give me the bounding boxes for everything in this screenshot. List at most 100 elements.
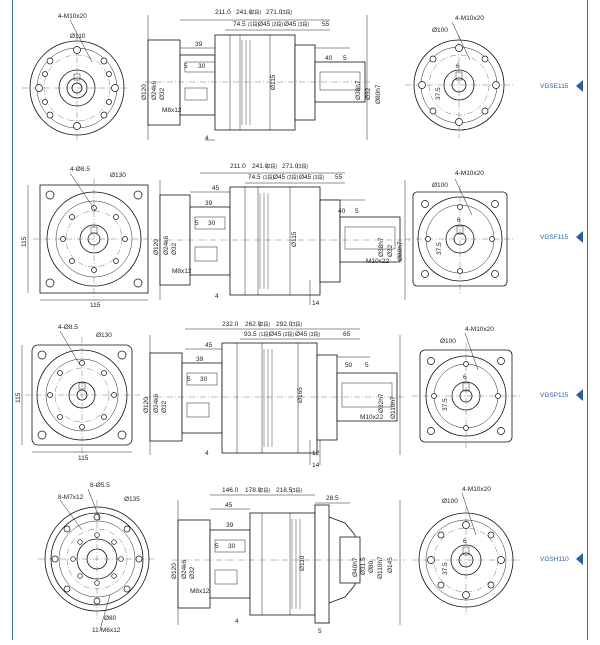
overall-length-alt2-note: (3段) [291,487,302,494]
output-length: 55 [322,21,330,28]
bottom-right-dim: 14 [312,300,320,307]
model-label: VGSE115 [540,83,569,90]
overall-length-alt2: 218.5 [276,487,293,494]
right-view-label: Ø100 [432,27,448,34]
side-view: 211.0 241.0 (2段) 271.0 (3段) 74.5 (1段) Ø4… [153,163,410,307]
overall-length: 211.0 [230,163,246,170]
in-label: M8x12 [172,268,192,275]
in-label: 5 [187,376,191,383]
out-label: Ø32h7 [378,393,385,413]
overall-length-alt1: 241.0 [252,163,269,170]
left-view-label: 8-Ø5.5 [90,482,110,489]
in-label: 45 [205,342,213,349]
left-front-view: 8-Ø5.5 8-M7x12 Ø135 Ø80 11-M6x12 [38,482,156,634]
right-front-view: 4-M10x20 Ø100 6 37.5 [405,170,515,293]
center-dia: Ø110 [299,555,306,571]
in-label: Ø120 [153,239,160,255]
overall-length: 211.0 [215,9,231,16]
out-label: Ø80 [368,560,375,573]
right-view-label: 6 [457,217,461,224]
right-view-label: 37.5 [442,562,449,575]
bottom-right-dim: 12 [312,450,320,457]
sub-length-1-note: (1段) [248,21,259,28]
overall-length-alt1-note: (2段) [266,163,277,170]
left-view-label: 4-M10x20 [58,13,87,20]
overall-length-alt2-note: (3段) [291,321,302,328]
overall-length-alt1-note: (2段) [259,487,270,494]
sub-length-2-note: (2段) [272,21,283,28]
out-label: Ø80h7 [375,84,382,104]
out-label: Ø31.5 [360,557,367,575]
in-label: Ø24k6 [153,393,160,413]
in-label: Ø24k6 [181,559,188,579]
pointer-triangle-icon [576,80,583,92]
out-label: Ø40h7 [352,557,359,577]
out-label: M10x22 [360,414,384,421]
pointer-triangle-icon [576,389,583,401]
right-front-view: 4-M10x20 Ø100 6 37.5 [412,326,520,449]
row-vgsp115-drawing: 4-Ø8.5 Ø130 115 115 [15,321,583,469]
out-label: 5 [365,362,369,369]
overall-length-alt2: 271.0 [282,163,299,170]
sub-length-1-note: (1段) [263,174,274,181]
out-label: Ø110h7 [390,396,397,419]
left-view-label: 4-Ø8.5 [70,166,90,173]
in-label: 45 [225,502,233,509]
sub-length-2: Ø45 [273,174,286,181]
sub-length-1: 93.5 [244,331,257,338]
out-label: Ø32 [365,87,372,100]
overall-length-alt1: 262.0 [245,321,262,328]
left-view-label: 115 [15,392,22,403]
in-label: M8x12 [190,588,210,595]
row-vgsh110-drawing: 8-Ø5.5 8-M7x12 Ø135 Ø80 11-M6x12 [38,482,583,635]
in-label: Ø32 [159,87,166,100]
in-label: Ø120 [143,397,150,413]
left-view-label: 115 [90,302,101,309]
model-label: VGSF115 [540,234,568,241]
center-dia: Ø115 [270,74,277,90]
row-vgsf115: 4-Ø8.5 Ø130 115 115 [0,155,600,315]
in-label: 5 [215,543,219,550]
in-label: 30 [208,220,216,227]
right-view-label: Ø100 [432,182,448,189]
output-length: 28.5 [326,495,339,502]
out-label: M10x22 [366,258,390,265]
overall-length-alt1-note: (2段) [259,321,270,328]
center-dia: Ø115 [291,231,298,247]
overall-length-alt2-note: (3段) [281,9,292,16]
in-label: 30 [200,376,208,383]
row-vgsp115: 4-Ø8.5 Ø130 115 115 [0,315,600,475]
left-view-label: Ø135 [124,496,140,503]
out-label: Ø80h7 [397,241,404,261]
model-label: VGSP115 [540,392,569,399]
sub-length-2-note: (2段) [283,331,294,338]
out-label: Ø32 [387,244,394,257]
right-view-label: 37.5 [442,398,449,411]
sub-length-3-note: (3段) [309,331,320,338]
in-label: Ø24k6 [163,235,170,255]
bottom-right-dim-2: 14 [312,462,320,469]
side-view: 211.0 241.0 (2段) 271.0 (3段) 74.5 (1段) Ø4… [141,9,382,142]
sub-length-1: 74.5 [233,21,246,28]
side-view: 146.0 178.0 (2段) 218.5 (3段) 28.5 45 39 5… [171,487,405,635]
out-label: Ø38h7 [355,80,362,100]
bottom-dim: 4 [205,450,209,457]
bottom-dim: 4 [235,618,239,625]
bolt-holes [35,46,119,130]
right-view-label: 4-M10x20 [462,486,491,493]
sub-length-3-note: (3段) [313,174,324,181]
pointer-triangle-icon [576,553,583,565]
left-front-view: 4-Ø8.5 Ø130 115 115 [15,324,140,462]
right-view-label: Ø100 [442,498,458,505]
in-label: 30 [228,543,236,550]
output-length: 65 [343,331,351,338]
in-label: M8x12 [162,107,182,114]
in-label: Ø24k6 [151,80,158,100]
right-view-label: 4-M10x20 [465,326,494,333]
right-front-view: 4-M10x20 Ø100 6 37.5 [405,15,513,138]
overall-length-alt2-note: (3段) [297,163,308,170]
output-length: 55 [335,174,343,181]
in-label: Ø32 [189,566,196,579]
overall-length: 232.0 [222,321,239,328]
out-label: Ø145 [387,557,394,573]
